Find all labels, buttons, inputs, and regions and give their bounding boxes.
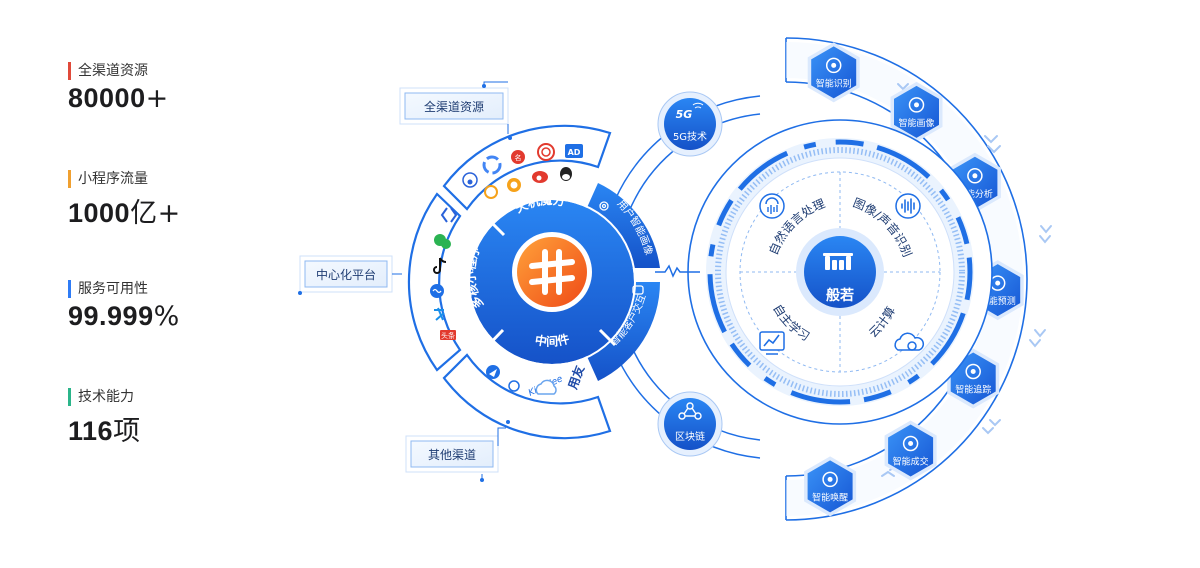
baidu-icon: [462, 172, 478, 188]
qq-icon: [560, 167, 572, 181]
svg-text:头条: 头条: [441, 331, 455, 340]
svg-text:AD: AD: [568, 148, 581, 157]
stat-value: 99.999%: [68, 301, 180, 332]
weibo-icon: [532, 171, 548, 183]
core-circle: [687, 119, 993, 425]
chart-learning-icon: [759, 331, 785, 355]
tag-other-channels: 其他渠道: [405, 420, 510, 482]
stat-tech: 技术能力 116项: [68, 388, 141, 448]
capability-deal-icon: [902, 435, 919, 452]
capability-recognition: 智能识别: [807, 42, 860, 103]
tag-all-channel: 全渠道资源: [399, 81, 512, 140]
cloud-icon: [535, 379, 557, 395]
left-fan: [407, 124, 660, 440]
capability-label: 智能画像: [898, 117, 934, 129]
svg-text:中心化平台: 中心化平台: [316, 267, 376, 282]
svg-text:名: 名: [515, 153, 522, 162]
blockchain-node: 区块链: [657, 391, 723, 457]
five-g-badge: 5G: [676, 108, 693, 121]
wechat-icon: [434, 234, 451, 249]
ad-icon: AD: [565, 144, 583, 158]
core-logo-icon: [823, 253, 853, 270]
pulse-connector: [655, 264, 700, 278]
stat-availability: 服务可用性 99.999%: [68, 280, 180, 332]
capability-label: 智能追踪: [955, 384, 991, 396]
gear-icon: [599, 201, 609, 211]
toutiao-icon: 头条: [440, 330, 456, 340]
weibo-like-icon: 名: [511, 150, 525, 164]
capability-analysis-icon: [967, 168, 983, 184]
stats-panel: 全渠道资源 80000+ 小程序流量 1000亿+ 服务可用性 99.999% …: [68, 0, 288, 568]
stat-value: 116项: [68, 416, 141, 447]
alipay-icon: [434, 307, 445, 321]
douyin-icon: [433, 257, 447, 274]
circle-o-icon: [484, 185, 498, 199]
blockchain-icon: [678, 402, 702, 420]
core-name: 般若: [826, 287, 854, 304]
stat-label: 小程序流量: [68, 170, 181, 188]
ring-label-middleware: 中间件: [534, 331, 571, 349]
five-g-label: 5G技术: [673, 130, 707, 143]
stat-value: 1000亿+: [68, 198, 181, 229]
capability-label: 智能成交: [893, 456, 929, 468]
five-g-node: 5G 5G技术: [657, 91, 723, 157]
capability-recognition-icon: [825, 57, 842, 74]
capability-label: 智能识别: [816, 77, 852, 89]
svg-text:全渠道资源: 全渠道资源: [424, 99, 484, 114]
cloud-gear-icon: [894, 332, 925, 351]
capability-wakeup-icon: [822, 471, 838, 488]
google-icon: [482, 155, 502, 175]
soundwave-icon: [895, 193, 921, 219]
stat-label: 技术能力: [68, 388, 141, 406]
capability-profiling-icon: [908, 97, 925, 113]
yonyou-logo: 用友: [564, 363, 587, 392]
nlp-icon: [759, 193, 785, 219]
stat-label: 全渠道资源: [68, 62, 169, 80]
kuaishou-icon: [440, 207, 458, 223]
spiral-icon: [537, 143, 555, 161]
stat-value: 80000+: [68, 83, 169, 114]
app-icons-left: 头条: [430, 207, 458, 340]
infinity-icon: [430, 284, 444, 298]
stat-mini-program: 小程序流量 1000亿+: [68, 170, 181, 230]
capability-label: 智能唤醒: [812, 491, 848, 503]
capability-profiling: 智能画像: [890, 81, 943, 142]
center-logo-icon: [529, 249, 575, 295]
tag-central-platform: 中心化平台: [298, 255, 402, 295]
svg-text:其他渠道: 其他渠道: [428, 448, 476, 462]
capability-tracking-icon: [965, 363, 981, 380]
capability-deal: 智能成交: [884, 420, 937, 481]
blockchain-label: 区块链: [675, 430, 705, 443]
app-icons-top: 名 AD: [462, 143, 583, 199]
chat-icon: [632, 285, 644, 295]
capability-wakeup: 智能唤醒: [804, 456, 857, 517]
navigation-icon: [486, 365, 500, 379]
sogou-icon: [507, 178, 521, 192]
stat-label: 服务可用性: [68, 280, 180, 298]
stat-all-channel: 全渠道资源 80000+: [68, 62, 169, 114]
